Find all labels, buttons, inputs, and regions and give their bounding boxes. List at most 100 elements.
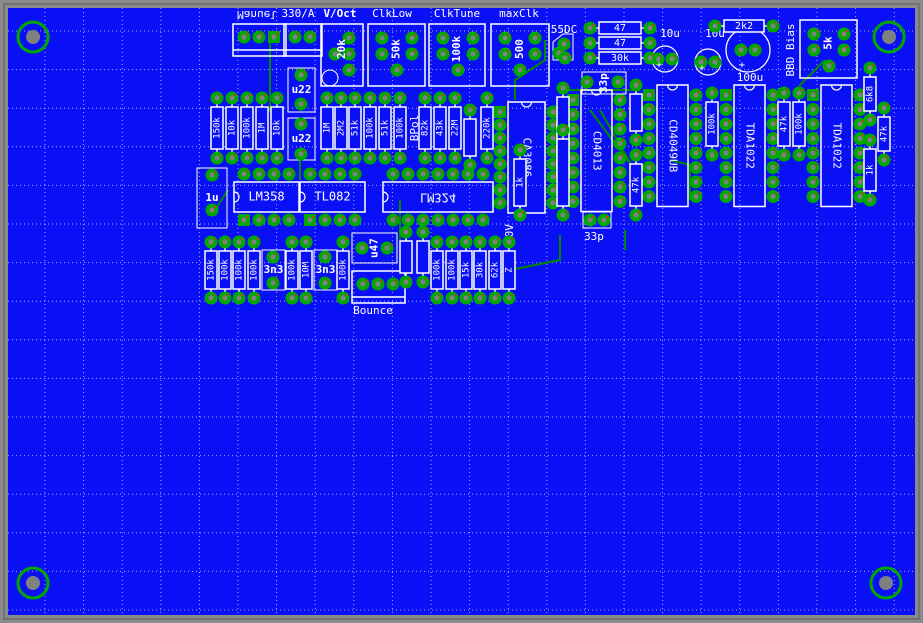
mounting-hole[interactable] (16, 20, 50, 54)
resistor-15k[interactable]: 15k (459, 235, 473, 305)
resistor-47[interactable]: 47 (583, 21, 657, 35)
resistor-2M2[interactable]: 2M2 (334, 91, 348, 165)
mounting-hole[interactable] (872, 20, 906, 54)
resistor-51k[interactable]: 51k (348, 91, 362, 165)
resistor-51k[interactable]: 51k (378, 91, 392, 165)
trimmer-20k[interactable]: 20k (320, 23, 364, 87)
ic-label: TL082 (314, 190, 350, 204)
trimmer-100k[interactable]: 100k (428, 23, 486, 87)
trimmer-50k[interactable]: 50k (367, 23, 426, 87)
trimmer-500[interactable]: 500 (490, 23, 550, 87)
silk-label: 15k (462, 261, 472, 278)
silk-label: 10k (273, 119, 283, 136)
silk-label: 100k (366, 117, 376, 139)
resistor-82k[interactable]: 82k (418, 91, 432, 165)
silk-label: 10u (705, 27, 725, 40)
silk-label: 10k (228, 119, 238, 136)
capacitor[interactable]: 1u (196, 167, 228, 229)
electrolytic-capacitor[interactable]: +100u (725, 27, 771, 84)
resistor-10k[interactable]: 10k (270, 91, 284, 165)
connector[interactable] (351, 270, 406, 304)
diode[interactable] (399, 225, 413, 289)
electrolytic-capacitor[interactable]: +10u (694, 27, 725, 76)
silk-label: 100k (235, 259, 245, 281)
resistor-100k[interactable]: 100k (285, 235, 299, 305)
resistor-220k[interactable]: 220k (480, 91, 494, 165)
ic-label: TDA1022 (744, 123, 757, 169)
diode[interactable] (629, 78, 643, 147)
resistor-2k2[interactable]: 2k2 (708, 19, 780, 33)
resistor-30k[interactable]: 30k (473, 235, 487, 305)
capacitor[interactable] (582, 211, 612, 229)
resistor-100k[interactable]: 100k (336, 235, 350, 305)
resistor-10M[interactable]: 10M (299, 235, 313, 305)
label-bbd-bias: BBD Bias (784, 24, 797, 77)
transistor-outline (321, 69, 339, 87)
plus-mark: + (656, 60, 662, 71)
resistor-1M[interactable]: 1M (255, 91, 269, 165)
label-bounce: Bounce (353, 304, 393, 317)
resistor-100k[interactable]: 100k (247, 235, 261, 305)
resistor-100k[interactable]: 100k (430, 235, 444, 305)
resistor-10k[interactable]: 10k (225, 91, 239, 165)
ic-tda1022-2[interactable]: TDA1022 (806, 84, 867, 208)
diode[interactable] (556, 123, 570, 222)
diode[interactable] (416, 225, 430, 289)
resistor-100k[interactable]: 100k (218, 235, 232, 305)
resistor-100k[interactable]: 100k (445, 235, 459, 305)
resistor-150k[interactable]: 150k (204, 235, 218, 305)
resistor-1M[interactable]: 1M (320, 91, 334, 165)
resistor-1k[interactable]: 1k (513, 143, 527, 222)
resistor-100k[interactable]: 100k (232, 235, 246, 305)
resistor-100k[interactable]: 100k (240, 91, 254, 165)
resistor-62k[interactable]: 62k (488, 235, 502, 305)
silk-label: 1u (205, 191, 218, 204)
trimmer-5k-bbd-bias[interactable]: 5k (799, 19, 858, 79)
ic-label: CD4049UB (667, 119, 680, 172)
silk-label: 100k (433, 259, 443, 281)
ic-tda1022-1[interactable]: TDA1022 (719, 84, 780, 208)
ic-lm324[interactable]: LM324 (382, 167, 494, 227)
resistor-47k[interactable]: 47k (777, 86, 791, 162)
capacitor[interactable]: u47 (351, 232, 398, 264)
silk-label: 33p (597, 73, 610, 93)
resistor-43k[interactable]: 43k (433, 91, 447, 165)
connector[interactable] (283, 23, 323, 57)
resistor-150k[interactable]: 150k (210, 91, 224, 165)
ic-tl082[interactable]: TL082 (299, 167, 366, 227)
silk-label: 150k (207, 259, 217, 281)
resistor-30k[interactable]: 30k (583, 51, 657, 65)
ic-cd4049ub[interactable]: CD4049UB (642, 84, 703, 208)
silk-label: 30k (611, 53, 629, 64)
resistor-Z[interactable]: Z (502, 235, 516, 305)
mounting-hole[interactable] (16, 566, 50, 600)
resistor-47k[interactable]: 47k (629, 148, 643, 222)
resistor-100k[interactable]: 100k (705, 86, 719, 162)
resistor-100k[interactable]: 100k (792, 86, 806, 162)
resistor-100k[interactable]: 100k (393, 91, 407, 165)
plus-mark: + (699, 63, 705, 74)
label-cv: 330/A (281, 7, 314, 20)
capacitor[interactable]: 33p (580, 71, 627, 95)
resistor-47k[interactable]: 47k (877, 101, 891, 167)
ic-label: LM358 (248, 190, 284, 204)
silk-label: 100k (450, 35, 463, 62)
diode[interactable] (463, 103, 477, 172)
resistor-6k8[interactable]: 6k8 (863, 61, 877, 127)
label-manuel: Manuel (237, 8, 277, 21)
silk-label: 47k (632, 176, 642, 193)
transistor-55dc[interactable] (552, 33, 574, 65)
capacitor[interactable]: u22 (287, 117, 316, 161)
resistor-47[interactable]: 47 (583, 36, 657, 50)
capacitor[interactable]: u22 (287, 67, 316, 113)
mounting-hole[interactable] (869, 566, 903, 600)
resistor-1k[interactable]: 1k (863, 133, 877, 207)
connector[interactable] (232, 23, 287, 57)
resistor-100k[interactable]: 100k (363, 91, 377, 165)
resistor-22M[interactable]: 22M (448, 91, 462, 165)
ic-lm358[interactable]: LM358 (233, 167, 300, 227)
capacitor[interactable]: 3n3 (261, 249, 286, 291)
silk-label: 10M (302, 261, 312, 278)
